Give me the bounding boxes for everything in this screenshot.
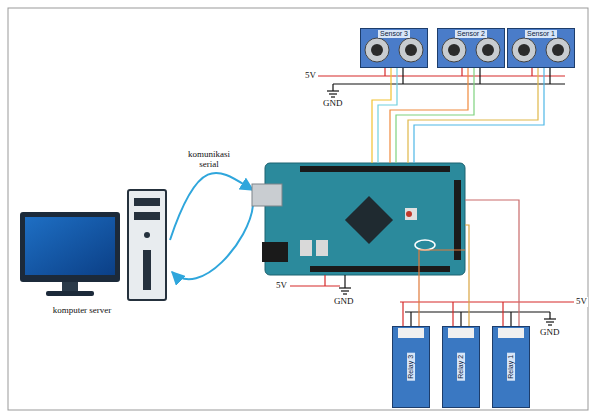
wire [419, 250, 465, 326]
ultrasonic-sensor: Sensor 3 [360, 28, 428, 68]
ground-label: GND [539, 328, 561, 338]
ultrasonic-sensor: Sensor 1 [507, 28, 575, 68]
wire [461, 68, 462, 76]
wire [372, 68, 391, 163]
gnd-rail [405, 311, 550, 312]
ultrasonic-sensor: Sensor 2 [437, 28, 505, 68]
arduino-mega [252, 163, 465, 275]
wire [452, 302, 453, 326]
ground-symbol [327, 84, 339, 97]
voltage-label: 5V [304, 71, 317, 81]
ground-label: GND [333, 297, 355, 307]
wire [414, 68, 544, 163]
wire [479, 68, 480, 84]
wire [510, 312, 511, 326]
wire [378, 68, 397, 163]
ground-label: GND [322, 99, 344, 109]
wire [531, 68, 532, 76]
vcc-rail [400, 301, 574, 302]
vcc-wire [290, 285, 340, 286]
vcc-rail [318, 75, 565, 76]
wire [402, 302, 403, 326]
gnd-rail [333, 83, 565, 84]
frame [8, 8, 588, 410]
serial-link [170, 173, 253, 240]
module-name: Sensor 2 [455, 30, 487, 38]
relay-boards [392, 326, 530, 408]
sensor-boards [360, 28, 575, 68]
wire [465, 200, 519, 326]
voltage-label: 5V [275, 281, 288, 291]
wire [465, 225, 469, 326]
wire [502, 302, 503, 326]
ground-symbol [339, 275, 351, 294]
vcc-wire [324, 275, 325, 286]
computer [20, 190, 166, 300]
module-name: Sensor 1 [525, 30, 557, 38]
relay-module: Relay 1 [492, 326, 530, 408]
relay-module: Relay 2 [442, 326, 480, 408]
wire [460, 312, 461, 326]
module-name: Relay 3 [407, 353, 415, 381]
wire [410, 312, 411, 326]
voltage-label: 5V [575, 297, 588, 307]
wire [549, 68, 550, 84]
serial-link [172, 205, 253, 279]
relay-module: Relay 3 [392, 326, 430, 408]
wire [402, 68, 403, 84]
module-name: Sensor 3 [378, 30, 410, 38]
wire [408, 68, 538, 163]
wires [372, 68, 550, 326]
device-label: komputer server [50, 306, 114, 316]
connection-label: komunikasi serial [178, 150, 240, 170]
ground-symbol [544, 312, 556, 325]
wire [384, 68, 385, 76]
module-name: Relay 1 [507, 353, 515, 381]
module-name: Relay 2 [457, 353, 465, 381]
